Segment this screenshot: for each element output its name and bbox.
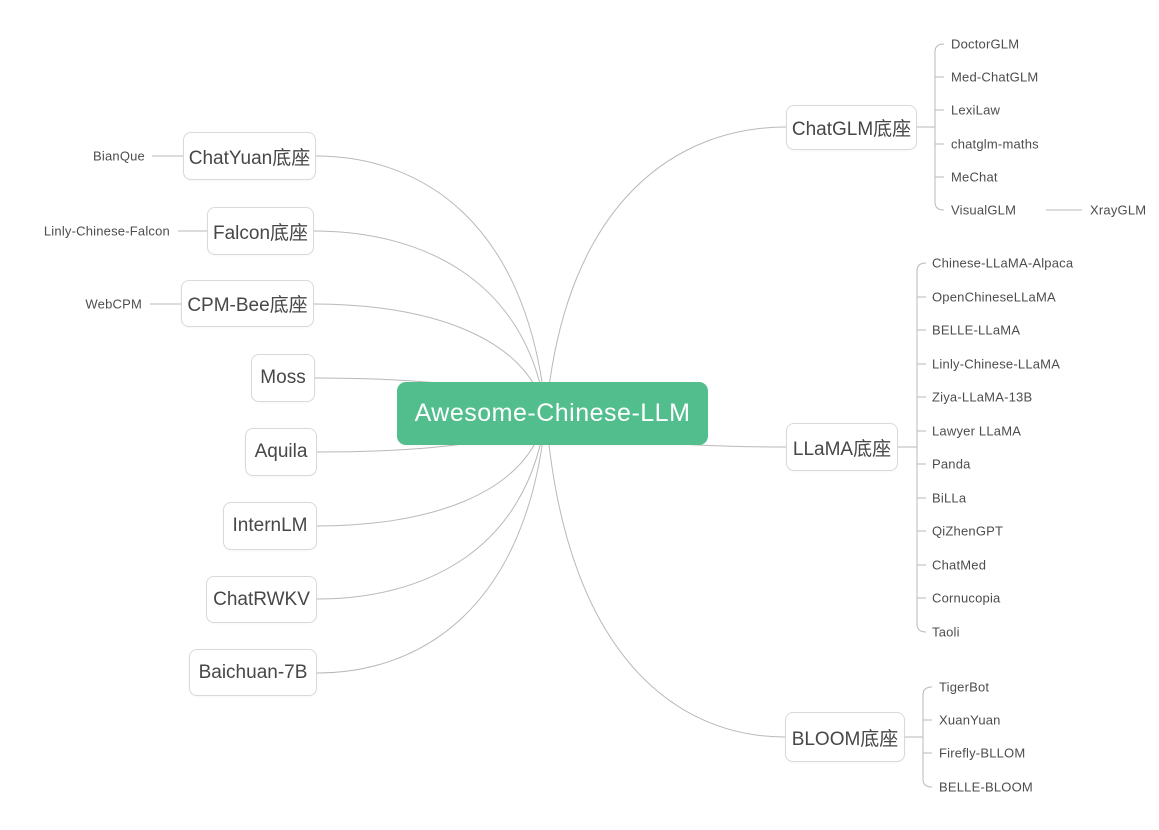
child-cornucopia[interactable]: Cornucopia (932, 590, 1001, 606)
branch-moss[interactable]: Moss (251, 354, 315, 402)
curve-root-falcon (313, 230, 547, 415)
child-firefly-bllom[interactable]: Firefly-BLLOM (939, 745, 1026, 761)
child-chatmed[interactable]: ChatMed (932, 557, 987, 573)
branch-chatrwkv-label: ChatRWKV (213, 588, 310, 610)
branch-falcon-label: Falcon底座 (212, 222, 309, 244)
child-xuanyuan[interactable]: XuanYuan (939, 712, 1001, 728)
curve-root-chatrwkv (316, 413, 547, 600)
child-mechat[interactable]: MeChat (951, 169, 998, 185)
branch-cpmbee[interactable]: CPM-Bee底座 (181, 280, 314, 327)
branch-llama[interactable]: LLaMA底座 (786, 423, 898, 471)
branch-internlm-label: InternLM (232, 515, 308, 536)
branch-aquila-label: Aquila (254, 441, 308, 462)
branch-baichuan7b[interactable]: Baichuan-7B (189, 649, 317, 696)
branch-internlm[interactable]: InternLM (223, 502, 317, 550)
branch-chatglm[interactable]: ChatGLM底座 (786, 105, 917, 150)
branch-aquila[interactable]: Aquila (245, 428, 317, 476)
child-qizhengpt[interactable]: QiZhenGPT (932, 523, 1004, 539)
child-lawyer-llama[interactable]: Lawyer LLaMA (932, 423, 1022, 439)
branch-chatglm-label: ChatGLM底座 (791, 119, 912, 140)
child-billa[interactable]: BiLLa (932, 490, 967, 506)
child-visualglm[interactable]: VisualGLM (951, 202, 1017, 218)
child-med-chatglm[interactable]: Med-ChatGLM (951, 69, 1039, 85)
branch-bloom-label: BLOOM底座 (791, 728, 899, 750)
bloom-children-bracket (905, 686, 933, 788)
left-leaf-lines (150, 155, 207, 305)
child-doctorglm[interactable]: DoctorGLM (951, 36, 1020, 52)
child-chatglm-maths[interactable]: chatglm-maths (951, 136, 1039, 152)
child-belle-llama[interactable]: BELLE-LLaMA (932, 322, 1021, 338)
root-node[interactable]: Awesome-Chinese-LLM (397, 382, 708, 445)
child-taoli[interactable]: Taoli (932, 624, 960, 640)
leaf-webcpm[interactable]: WebCPM (85, 296, 142, 312)
branch-cpmbee-label: CPM-Bee底座 (187, 295, 308, 316)
curve-root-bloom (545, 413, 786, 738)
branch-chatyuan-label: ChatYuan底座 (188, 147, 311, 169)
child-tigerbot[interactable]: TigerBot (939, 679, 990, 695)
child-chinese-llama-alpaca[interactable]: Chinese-LLaMA-Alpaca (932, 255, 1074, 271)
branch-moss-label: Moss (260, 367, 306, 388)
branch-chatrwkv[interactable]: ChatRWKV (206, 576, 317, 623)
branch-falcon[interactable]: Falcon底座 (207, 207, 314, 255)
branch-llama-label: LLaMA底座 (792, 438, 892, 460)
child-panda[interactable]: Panda (932, 456, 971, 472)
branch-bloom[interactable]: BLOOM底座 (785, 712, 905, 762)
child-linly-chinese-llama[interactable]: Linly-Chinese-LLaMA (932, 356, 1061, 372)
curve-root-chatglm (545, 126, 787, 415)
child-belle-bloom[interactable]: BELLE-BLOOM (939, 779, 1033, 795)
child-ziya-llama-13b[interactable]: Ziya-LLaMA-13B (932, 389, 1033, 405)
leaf-bianque[interactable]: BianQue (93, 148, 145, 164)
branch-baichuan7b-label: Baichuan-7B (198, 661, 308, 683)
root-node-label: Awesome-Chinese-LLM (414, 399, 691, 427)
curve-root-baichuan (316, 413, 547, 674)
branch-chatyuan[interactable]: ChatYuan底座 (183, 132, 316, 180)
child-lexilaw[interactable]: LexiLaw (951, 102, 1001, 118)
child-openchinesellama[interactable]: OpenChineseLLaMA (932, 289, 1056, 305)
child-xrayglm[interactable]: XrayGLM (1090, 202, 1147, 218)
leaf-linly-chinese-falcon[interactable]: Linly-Chinese-Falcon (43, 223, 170, 239)
llama-children-bracket (898, 262, 927, 633)
curve-root-chatyuan (315, 155, 547, 415)
chatglm-children-bracket (917, 43, 1082, 211)
